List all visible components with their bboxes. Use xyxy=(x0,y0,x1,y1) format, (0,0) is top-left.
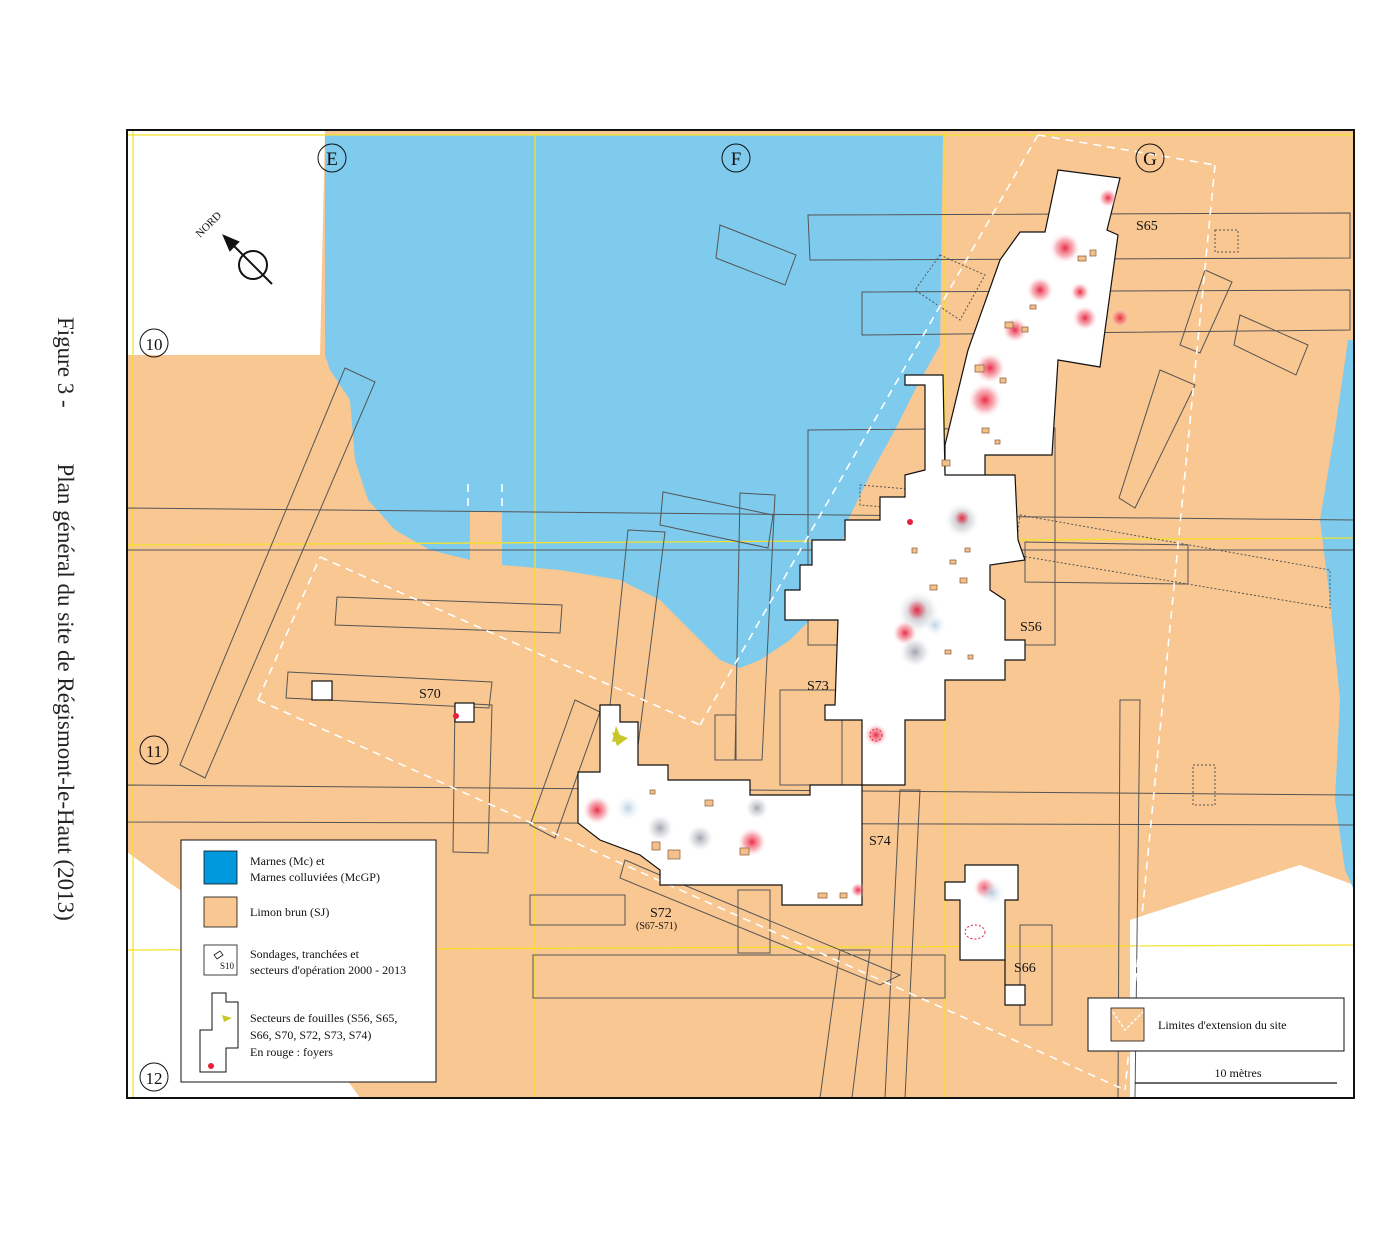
sector-s56 xyxy=(784,374,1026,786)
extension-legend-label: Limites d'extension du site xyxy=(1158,1018,1286,1032)
legend-limon-swatch xyxy=(203,896,238,928)
map-frame xyxy=(126,129,1355,1099)
legend-text: Marnes (Mc) et Marnes colluviées (McGP) … xyxy=(220,854,406,1059)
grid-row-labels: 10 11 12 xyxy=(139,328,169,1092)
legend-sondages-line1: Sondages, tranchées et xyxy=(250,947,360,961)
extension-legend-box xyxy=(1087,997,1345,1052)
marnes-right-strip xyxy=(1320,340,1354,890)
sector-s70-a xyxy=(311,680,333,701)
grid-label-f: F xyxy=(731,149,742,170)
legend-secteurs-line1: Secteurs de fouilles (S56, S65, xyxy=(250,1011,397,1025)
grid-label-e: E xyxy=(326,149,338,170)
legend-sondages-line2: secteurs d'opération 2000 - 2013 xyxy=(250,963,406,977)
legend-sondages-icon xyxy=(203,944,238,976)
stone-blocks xyxy=(649,249,1097,899)
grid-label-g: G xyxy=(1143,149,1157,170)
label-s70: S70 xyxy=(419,687,441,702)
marnes-area xyxy=(325,135,943,668)
north-arrow-icon xyxy=(222,234,273,285)
grid-label-11: 11 xyxy=(146,742,162,761)
legend-box xyxy=(180,839,437,1083)
site-extension-limit xyxy=(257,134,1216,1091)
sector-labels: S65 S56 S73 S70 S74 S72 (S67-S71) S66 xyxy=(419,219,1158,976)
legend-secteurs-line3: En rouge : foyers xyxy=(250,1045,333,1059)
label-s72: S72 xyxy=(650,906,672,921)
legend-secteurs-line2: S66, S70, S72, S73, S74) xyxy=(250,1028,371,1042)
sector-s66 xyxy=(944,864,1026,1006)
marker-icon xyxy=(612,726,628,746)
label-s66: S66 xyxy=(1014,961,1036,976)
scale-label: 10 mètres xyxy=(1215,1066,1262,1080)
hearth-concentrations xyxy=(453,188,1130,940)
grid-column-labels: E F G xyxy=(317,143,1165,173)
legend-limon: Limon brun (SJ) xyxy=(250,905,329,919)
legend-sondages-icon-label: S10 xyxy=(220,961,235,971)
label-s65: S65 xyxy=(1136,219,1158,234)
legend-marnes-line2: Marnes colluviées (McGP) xyxy=(250,870,380,884)
label-s73: S73 xyxy=(807,679,829,694)
legend-secteurs-icon xyxy=(199,992,239,1073)
label-s72-sub: (S67-S71) xyxy=(636,921,677,932)
sector-s70-b xyxy=(454,702,475,723)
legend-marnes-swatch xyxy=(203,850,238,885)
sector-s74 xyxy=(577,704,863,906)
label-s56: S56 xyxy=(1020,620,1042,635)
grid-label-10: 10 xyxy=(146,335,163,354)
legend-marnes-line1: Marnes (Mc) et xyxy=(250,854,325,868)
label-s74: S74 xyxy=(869,834,891,849)
grid-label-12: 12 xyxy=(146,1069,163,1088)
